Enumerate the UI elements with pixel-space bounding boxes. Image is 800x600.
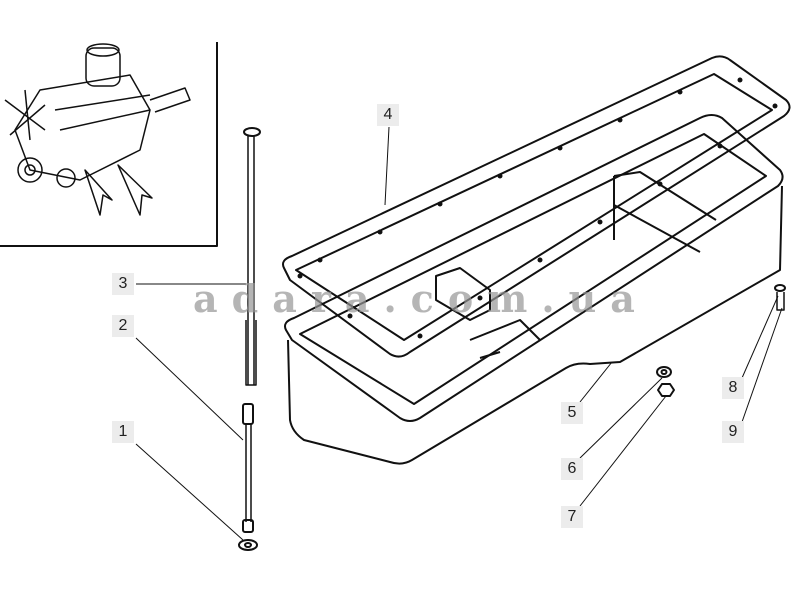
gasket	[282, 55, 791, 358]
callout-5: 5	[561, 402, 583, 424]
callout-1: 1	[112, 421, 134, 443]
leader-lines	[135, 126, 783, 541]
callout-3: 3	[112, 273, 134, 295]
callout-4: 4	[377, 104, 399, 126]
callout-8: 8	[722, 377, 744, 399]
callout-6: 6	[561, 458, 583, 480]
engine-inset	[0, 42, 218, 247]
bolt-and-washer	[774, 284, 786, 311]
callout-2: 2	[112, 315, 134, 337]
oil-pan	[284, 114, 784, 465]
callout-7: 7	[561, 506, 583, 528]
dipstick	[243, 127, 261, 386]
dipstick-tube	[238, 403, 258, 551]
callout-9: 9	[722, 421, 744, 443]
watermark: adara.com.ua	[193, 276, 649, 321]
washer-and-nut	[656, 366, 675, 397]
gasket-bolt-holes	[297, 77, 778, 339]
